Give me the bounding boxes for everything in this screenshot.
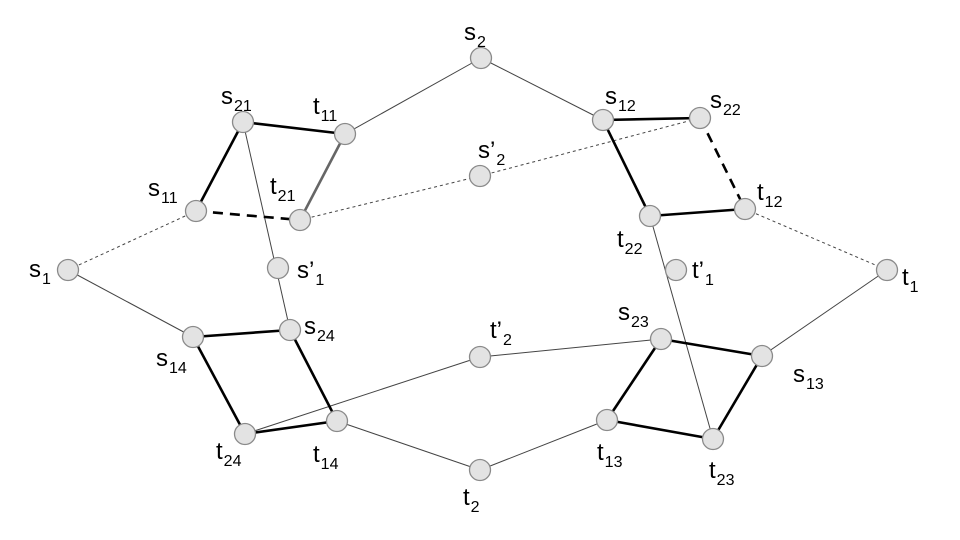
- node-label-s1: s1: [29, 256, 51, 288]
- edge-t22-t12: [649, 207, 746, 218]
- edge-s2p-s22: [479, 117, 701, 177]
- node-label-t1p: t’1: [692, 257, 714, 289]
- edge-s21-s11: [194, 121, 245, 212]
- edge-s2-t11: [344, 57, 482, 135]
- edge-t2-t13: [479, 419, 608, 471]
- edge-s1-s11: [67, 210, 197, 271]
- edge-t24-t2p: [244, 356, 481, 435]
- edge-t12-t1: [744, 208, 888, 271]
- node-label-s13: s13: [793, 361, 824, 393]
- node-t22: [638, 204, 662, 228]
- node-label-t12: t12: [757, 179, 783, 211]
- node-label-t24: t24: [216, 438, 242, 470]
- node-s24: [278, 318, 302, 342]
- node-label-s12: s12: [605, 83, 636, 115]
- edge-t1-s13: [761, 269, 888, 357]
- node-s13: [750, 344, 774, 368]
- edge-s14-s24: [192, 328, 291, 339]
- edge-s14-t24: [191, 336, 247, 435]
- edge-t24-t14: [244, 419, 338, 436]
- edge-s24-t14: [288, 329, 339, 422]
- node-s21: [231, 110, 255, 134]
- node-label-t13: t13: [597, 439, 623, 471]
- node-s11: [184, 199, 208, 223]
- node-s22: [688, 106, 712, 130]
- node-t12: [733, 197, 757, 221]
- node-s2: [469, 46, 493, 70]
- node-label-s11: s11: [148, 175, 178, 207]
- edge-s2-s12: [480, 57, 604, 121]
- node-label-t2p: t’2: [490, 317, 512, 349]
- node-t2: [468, 458, 492, 482]
- edge-t11-t21: [298, 133, 347, 221]
- edge-t21-s2p: [299, 175, 481, 221]
- node-label-t23: t23: [709, 457, 735, 489]
- node-label-t22: t22: [617, 226, 643, 258]
- node-t2p: [468, 345, 492, 369]
- node-label-t14: t14: [313, 441, 339, 473]
- edge-s21-t11: [242, 120, 346, 136]
- node-s14: [181, 325, 205, 349]
- node-label-t1: t1: [902, 264, 919, 296]
- node-label-t2: t2: [463, 484, 480, 516]
- edge-s23-t13: [605, 338, 663, 421]
- node-s23: [649, 327, 673, 351]
- node-t1: [875, 258, 899, 282]
- node-t14: [325, 409, 349, 433]
- node-label-s2p: s’2: [478, 137, 505, 169]
- node-t21: [288, 208, 312, 232]
- edge-s21-s24: [242, 121, 291, 331]
- node-t11: [333, 122, 357, 146]
- node-label-s1p: s’1: [297, 257, 324, 289]
- node-label-s14: s14: [156, 345, 187, 377]
- edge-t13-t23: [606, 418, 714, 441]
- edge-t14-t2: [336, 420, 481, 471]
- edge-s22-t12: [698, 117, 747, 210]
- node-s2p: [468, 164, 492, 188]
- node-t1p: [664, 258, 688, 282]
- node-t24: [233, 422, 257, 446]
- edge-s11-t21: [195, 209, 301, 222]
- edge-s12-t22: [601, 119, 652, 217]
- node-s12: [591, 108, 615, 132]
- edge-t22-t23: [649, 215, 714, 440]
- node-s1: [56, 258, 80, 282]
- node-label-s23: s23: [618, 299, 649, 331]
- node-label-s2: s2: [464, 19, 486, 51]
- edge-s23-s13: [660, 337, 763, 358]
- edge-s12-s22: [602, 116, 701, 122]
- node-label-s24: s24: [304, 313, 335, 345]
- node-label-s22: s22: [710, 87, 741, 119]
- node-label-s21: s21: [221, 83, 252, 115]
- node-label-t21: t21: [270, 173, 296, 205]
- node-label-t11: t11: [313, 93, 337, 125]
- nodes-layer: [56, 46, 899, 482]
- edges-layer: [67, 57, 888, 471]
- node-s1p: [266, 256, 290, 280]
- node-t23: [701, 427, 725, 451]
- edge-s13-t23: [711, 355, 764, 440]
- node-t13: [595, 408, 619, 432]
- edge-s1-s14: [67, 269, 194, 338]
- labels-layer: s2 s21 t11 s12 s22 s’2 s11 t21 t12 t22 s1 s’1 t’1 t1 s…: [29, 19, 919, 516]
- edge-t2p-s23: [479, 338, 662, 358]
